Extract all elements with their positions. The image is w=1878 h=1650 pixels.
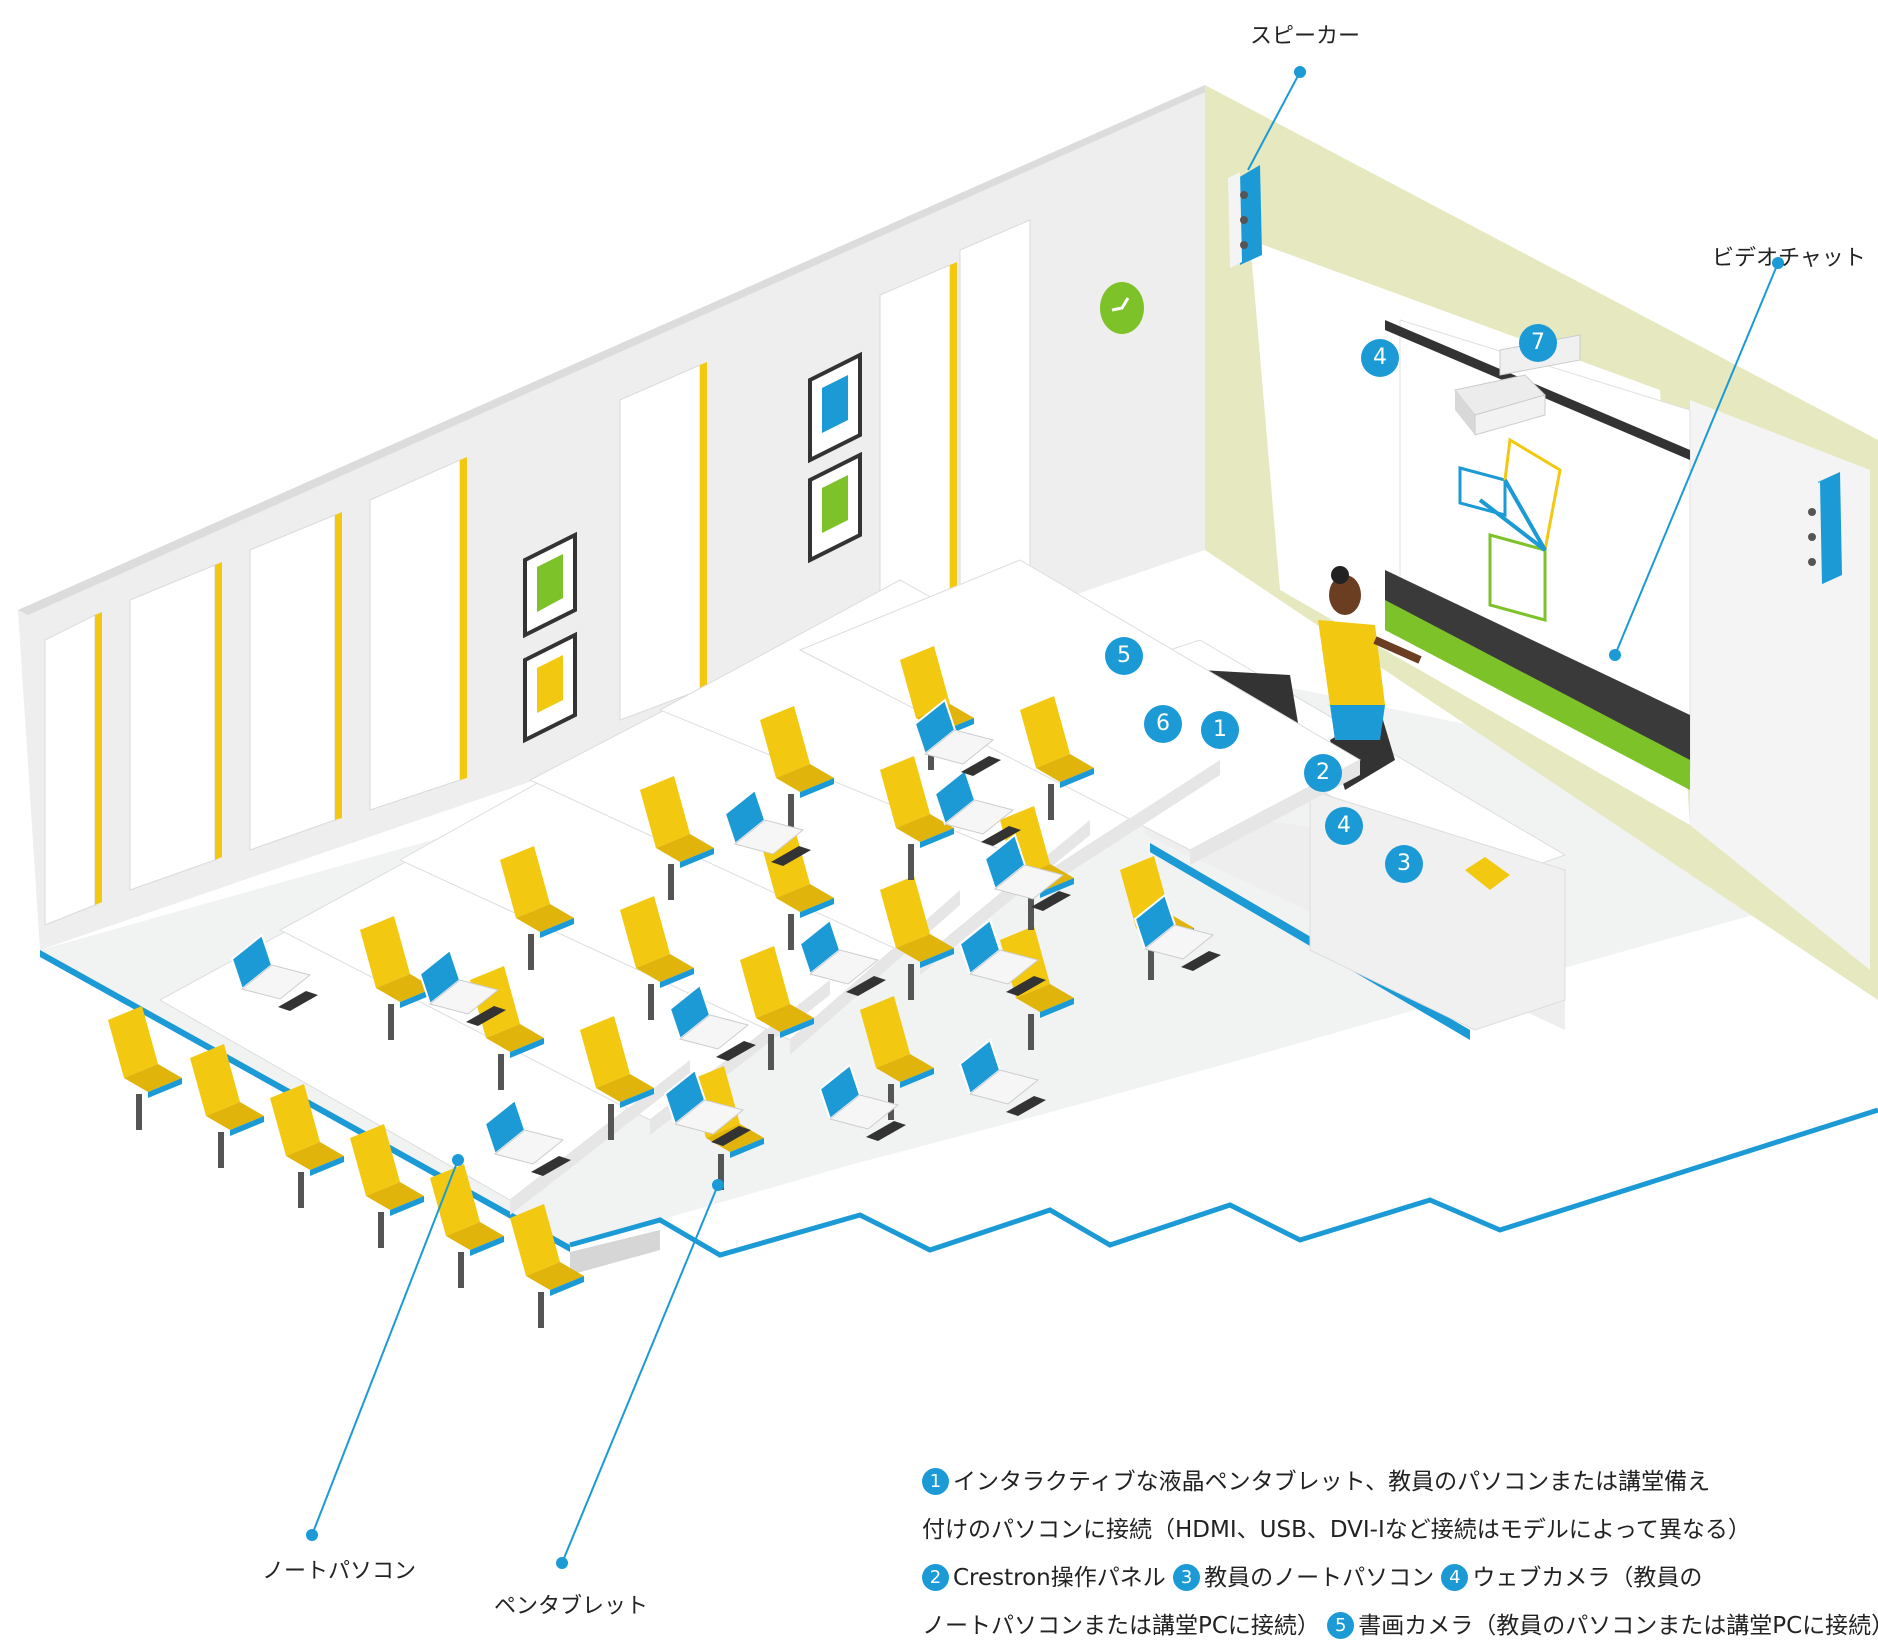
legend-num-5: 5: [1327, 1612, 1355, 1639]
marker-1: 1: [1201, 711, 1239, 749]
legend-num-2: 2: [922, 1564, 949, 1591]
marker-4-wall: 4: [1361, 339, 1399, 377]
legend-num-1: 1: [922, 1468, 949, 1495]
legend-line-2: 付けのパソコンに接続（HDMI、USB、DVI-Iなど接続はモデルによって異なる…: [922, 1506, 1878, 1554]
speaker-right: [1802, 472, 1842, 595]
legend-text-4b: 書画カメラ（教員のパソコンまたは講堂PCに接続）: [1358, 1613, 1878, 1639]
legend-text-3b: 教員のノートパソコン: [1204, 1565, 1435, 1591]
legend-num-3: 3: [1173, 1564, 1201, 1591]
speaker-left: [1228, 165, 1262, 268]
marker-4-desk: 4: [1325, 807, 1363, 845]
callout-lines: [306, 66, 1784, 1569]
laptop-label: ノートパソコン: [262, 1559, 417, 1584]
marker-2: 2: [1304, 754, 1342, 792]
video-chat-label: ビデオチャット: [1712, 246, 1866, 271]
lecturer: [1318, 566, 1422, 740]
marker-6: 6: [1144, 705, 1182, 743]
legend-text-2: 付けのパソコンに接続（HDMI、USB、DVI-Iなど接続はモデルによって異なる…: [922, 1517, 1751, 1543]
pen-tablet-label: ペンタブレット: [494, 1594, 649, 1619]
speaker-label: スピーカー: [1250, 24, 1361, 49]
legend-text-3a: Crestron操作パネル: [953, 1565, 1166, 1591]
legend-num-4: 4: [1441, 1564, 1469, 1591]
legend-text-4a: ノートパソコンまたは講堂PCに接続）: [922, 1613, 1320, 1639]
marker-3: 3: [1385, 845, 1423, 883]
wall-clock: [1100, 282, 1144, 334]
wall-art: [523, 351, 862, 744]
legend-text-1: インタラクティブな液晶ペンタブレット、教員のパソコンまたは講堂備え: [953, 1469, 1711, 1495]
marker-5: 5: [1105, 637, 1143, 675]
marker-7: 7: [1519, 324, 1557, 362]
legend-text-3c: ウェブカメラ（教員の: [1472, 1565, 1703, 1591]
left-wall: [18, 85, 1210, 950]
